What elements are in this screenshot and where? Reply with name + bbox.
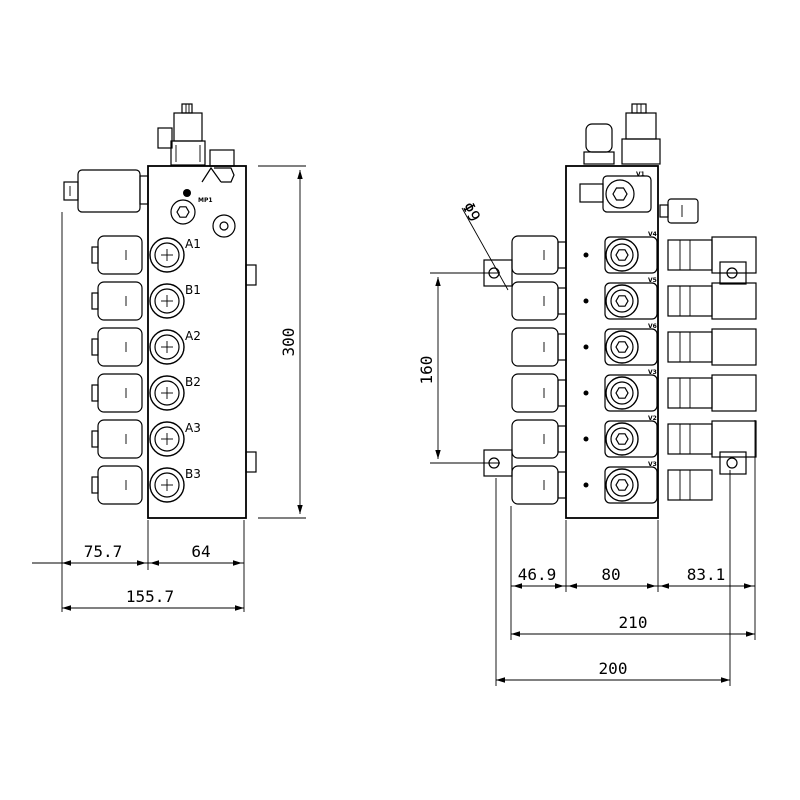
right-section-6: V3: [511, 461, 713, 505]
left-section-1: [91, 235, 185, 275]
mp1-test-port-icon: [170, 199, 196, 225]
valve-label-v1: V1: [636, 171, 645, 178]
right-top-solenoids: [583, 103, 661, 165]
port-label-b2: B2: [185, 375, 201, 389]
port-label-a2: A2: [185, 329, 201, 343]
right-view: V1: [417, 103, 757, 686]
dimension-overall-width: 155.7: [126, 587, 174, 606]
port-label-a1: A1: [185, 237, 201, 251]
valve-label: V2: [648, 415, 657, 422]
dimension-overall-200-value: 200: [599, 659, 628, 678]
dimension-block-width: 64: [191, 542, 210, 561]
dimension-hole-diameter: Φ9: [458, 199, 509, 291]
dimension-height: 300: [258, 165, 306, 519]
left-top-solenoid: [157, 103, 235, 167]
dimension-left-overhang: 75.7: [84, 542, 123, 561]
test-port-label: MP1: [198, 197, 213, 204]
left-side-boss: [245, 264, 257, 286]
left-section-2: [91, 281, 185, 321]
valve-label: V5: [648, 277, 657, 284]
right-section-4: V3: [511, 369, 757, 413]
valve-label: V4: [648, 231, 657, 238]
valve-label: V6: [648, 323, 657, 330]
dimension-seg-mid: 80: [601, 565, 620, 584]
left-section-4: [91, 373, 185, 413]
left-valve-body: [147, 165, 247, 519]
dimension-overall-210-value: 210: [619, 613, 648, 632]
left-side-solenoid: [63, 169, 149, 213]
dimension-seg-left: 46.9: [518, 565, 557, 584]
right-section-3: V6: [511, 323, 757, 367]
right-section-2: V5: [511, 277, 757, 321]
right-section-1: V4: [511, 231, 757, 275]
left-section-3: [91, 327, 185, 367]
dimension-seg-right: 83.1: [687, 565, 726, 584]
port-label-b3: B3: [185, 467, 201, 481]
dimension-overall-left: 155.7: [62, 587, 244, 611]
valve-label: V3: [648, 461, 657, 468]
dimension-overall-200: 200: [496, 659, 730, 683]
mp1-marker-dot: [183, 189, 191, 197]
left-side-boss: [245, 451, 257, 473]
left-view: MP1: [32, 103, 306, 612]
dimension-height-value: 300: [279, 328, 298, 357]
dimension-row-right: 46.9 80 83.1: [511, 565, 755, 589]
left-plug-icon: [212, 214, 236, 238]
dimension-row-left: 75.7 64: [32, 542, 244, 566]
dimension-overall-210: 210: [511, 613, 755, 637]
right-section-5: V2: [511, 415, 757, 459]
left-section-6: [91, 465, 185, 505]
dimension-hole-dia-value: Φ9: [458, 199, 484, 225]
left-section-5: [91, 419, 185, 459]
manufacturer-logo: [201, 166, 235, 183]
valve-label: V3: [648, 369, 657, 376]
dimension-hole-spacing: 160: [417, 272, 500, 464]
port-label-b1: B1: [185, 283, 201, 297]
valve-v1: V1: [579, 171, 652, 213]
port-label-a3: A3: [185, 421, 201, 435]
dimension-hole-spacing-value: 160: [417, 356, 436, 385]
right-side-solenoid: [659, 198, 699, 224]
